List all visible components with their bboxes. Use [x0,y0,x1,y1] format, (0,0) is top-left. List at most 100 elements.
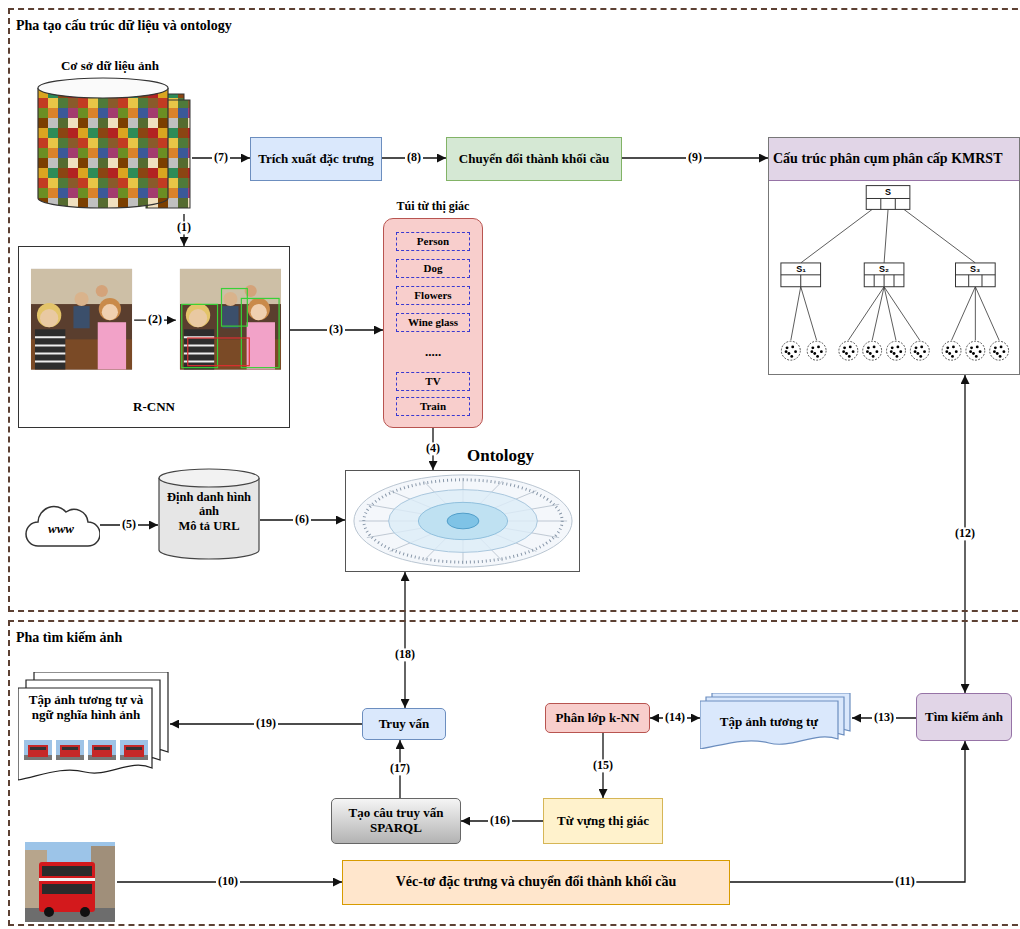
process-box: Trích xuất đặc trưng [250,137,382,181]
node-label: Từ vựng thị giác [557,814,649,829]
connector-arrow [382,157,446,158]
node-label: Phân lớp k-NN [556,711,640,726]
node-label: Person [417,235,449,248]
node-label: Tập ảnh tương tự và ngữ nghĩa hình ảnh [22,693,150,723]
step-number: (3) [327,323,345,336]
step-number: (5) [120,518,138,531]
connector-arrow [622,157,768,158]
step-number: (10) [216,875,240,888]
word-box: Wine glass [396,313,470,332]
connector-arrow [260,519,345,520]
step-number: (1) [175,221,193,234]
feature-box: Véc-tơ đặc trưng và chuyển đổi thành khố… [342,860,730,905]
node-label: Tập ảnh tương tự [720,715,818,730]
step-number: (6) [293,513,311,526]
connector-arrow [192,157,250,158]
node-label: Véc-tơ đặc trưng và chuyển đổi thành khố… [396,874,677,890]
process-box: Chuyển đổi thành khối cầu [446,137,622,181]
connector-arrow [399,740,400,798]
result-documents-art [18,672,168,780]
word-box: Train [396,397,470,416]
node-label: www [48,522,74,537]
word-box: TV [396,372,470,391]
query-arrow [117,881,342,882]
connector-arrow [170,723,362,724]
url-database: Định danh hình ảnhMô tả URL [158,466,260,562]
similar-images: Tập ảnh tương tự [700,693,852,749]
node-label: Túi từ thị giác [384,200,482,214]
ontology-panel-art [354,475,572,567]
image-database-shape [28,58,192,214]
connector-arrow [183,214,184,246]
node-label: TV [425,375,440,388]
node-label: Tìm kiếm ảnh [925,710,1003,725]
classifier-box: Phân lớp k-NN [545,703,650,733]
connector-arrow [650,717,700,718]
connector-arrow [964,375,965,693]
step-number: (9) [686,151,704,164]
step-number: (18) [393,648,417,661]
node-label: Mô tả URL [162,519,256,533]
rcnn-panel: R-CNN [18,246,290,428]
result-documents: Tập ảnh tương tự và ngữ nghĩa hình ảnh [18,672,170,782]
node-label: Trích xuất đặc trưng [258,152,374,167]
cluster-structure: Cấu trúc phân cụm phân cấp KMRST [768,137,1020,375]
connector-arrow [852,717,916,718]
node-label: Ontology [467,446,579,466]
vocabulary-box: Từ vựng thị giác [543,798,663,844]
step-number: (13) [872,711,896,724]
step-number: (19) [254,717,278,730]
step-number: (8) [405,151,423,164]
ontology-panel-shape [346,471,579,571]
step-number: (11) [893,875,916,888]
search-box: Tìm kiếm ảnh [916,693,1012,741]
phase-title: Pha tạo cấu trúc dữ liệu và ontology [16,18,1020,34]
node-label: Cấu trúc phân cụm phân cấp KMRST [769,138,1019,181]
query-image [25,842,115,922]
node-label: Dog [424,262,443,275]
visual-words-bag: Túi từ thị giácPersonDogFlowersWine glas… [383,218,483,428]
step-number: (7) [212,151,230,164]
sparql-box: Tạo câu truy vấn SPARQL [331,798,461,844]
cluster-structure-art [781,186,1009,361]
step-number: (4) [424,442,442,455]
node-label: R-CNN [19,400,289,415]
phase-band: Pha tìm kiếm ảnhTập ảnh tương tự và ngữ … [8,620,1020,926]
node-label: Flowers [414,289,451,302]
connector-arrow [461,820,543,821]
node-label: Wine glass [408,316,458,329]
result-documents-shape [18,672,170,782]
step-number: (15) [591,759,615,772]
connector-arrow [730,741,965,882]
connector-arrow [290,329,383,330]
web-cloud: www [22,498,100,552]
node-label: Cơ sở dữ liệu ảnh [28,58,192,74]
step-number: (14) [663,711,687,724]
step-number: (12) [953,527,977,540]
word-box: Flowers [396,286,470,305]
node-label: Định danh hình ảnh [162,490,256,519]
image-database-art [38,78,190,208]
node-label: Chuyển đổi thành khối cầu [459,152,609,167]
node-label: Tạo câu truy vấn SPARQL [338,806,454,836]
phase-band: Pha tạo cấu trúc dữ liệu và ontology Cơ s… [8,8,1020,612]
ontology-panel: Ontology [345,470,580,572]
step-number: (17) [388,762,412,775]
node-label: Train [420,400,446,413]
url-database-art [159,469,259,559]
similar-images-art [700,693,850,749]
query-box: Truy vấn [362,708,446,740]
rcnn-panel-art [31,269,281,370]
node-label: Truy vấn [379,717,430,732]
image-database: Cơ sở dữ liệu ảnh [28,58,192,214]
word-box: Dog [396,259,470,278]
step-number: (16) [488,814,512,827]
connector-arrow [602,733,603,798]
phase-title: Pha tìm kiếm ảnh [16,630,1020,646]
word-box: Person [396,232,470,251]
connector-arrow [432,428,433,470]
web-cloud-art [26,507,100,546]
connector-arrow [100,524,158,525]
connector-arrow [404,572,405,708]
